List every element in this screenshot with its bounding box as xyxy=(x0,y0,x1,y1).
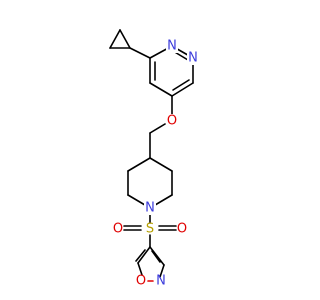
bond xyxy=(151,250,161,263)
bond xyxy=(159,264,165,278)
isoxazole-ring xyxy=(135,246,165,278)
chemical-structure: N N O N S O O O N xyxy=(109,29,199,289)
ether-oxygen-label: O xyxy=(167,114,177,129)
structure-canvas: N N O N S O O O N xyxy=(109,29,199,289)
piperidine-nitrogen-label: N xyxy=(145,201,155,216)
label-mask xyxy=(144,201,156,215)
isoxazole-nitrogen-label: N xyxy=(156,274,166,289)
bond xyxy=(109,29,121,49)
bond xyxy=(135,249,146,262)
bond xyxy=(127,157,151,172)
bond xyxy=(129,47,151,59)
bond xyxy=(149,123,166,134)
pyrimidine-ring xyxy=(149,45,194,97)
cyclopropyl-group xyxy=(109,29,151,59)
bond xyxy=(137,262,143,276)
bond xyxy=(119,29,131,49)
sulfonyl-group xyxy=(123,207,177,248)
label-mask xyxy=(166,39,178,53)
sulfur-label: S xyxy=(146,222,154,237)
bond xyxy=(172,79,190,91)
isoxazole-oxygen-label: O xyxy=(136,274,146,289)
sulfonyl-oxygen-right-label: O xyxy=(177,222,187,237)
bond xyxy=(171,82,194,97)
label-mask xyxy=(187,51,199,65)
bond xyxy=(149,246,165,266)
pyrimidine-n-lower-label: N xyxy=(188,51,198,66)
bond xyxy=(149,157,173,172)
bond xyxy=(137,246,151,264)
label-mask xyxy=(166,114,178,128)
bond xyxy=(149,82,173,97)
pyrimidine-n-upper-label: N xyxy=(167,39,177,54)
sulfonyl-oxygen-left-label: O xyxy=(113,222,123,237)
